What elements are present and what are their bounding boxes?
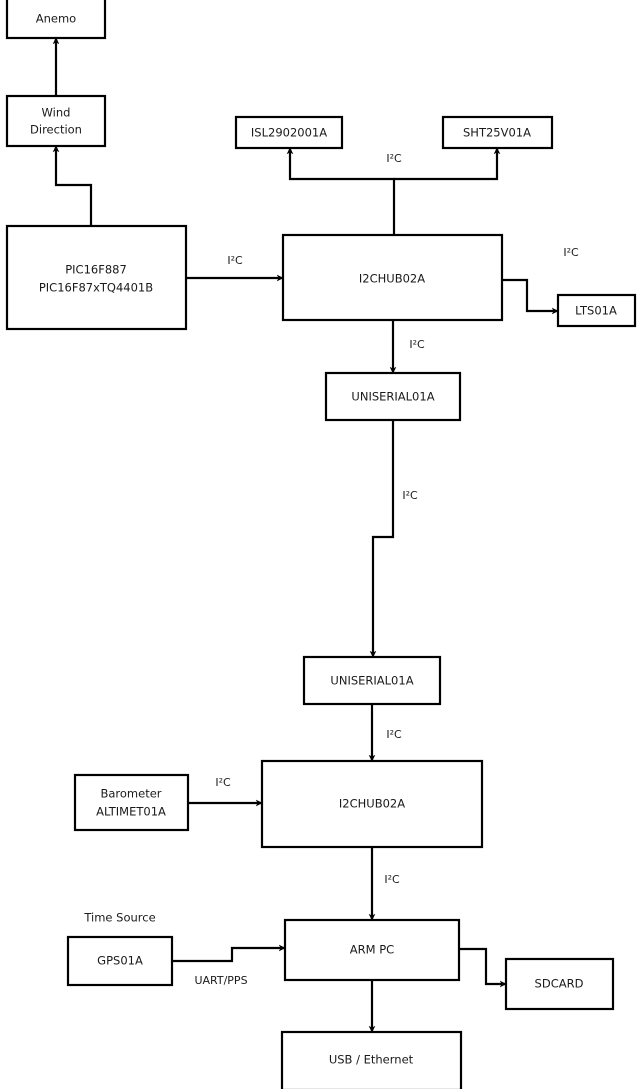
node-label-line1: PIC16F887 xyxy=(65,263,127,277)
node-box[interactable] xyxy=(5,94,107,148)
node-label: UNISERIAL01A xyxy=(330,674,413,688)
node-box[interactable] xyxy=(281,233,504,322)
edge-line xyxy=(52,145,95,233)
node-label: SDCARD xyxy=(535,977,584,991)
node-box[interactable] xyxy=(441,115,554,150)
edge-label-i2c-hub-lts: I²C xyxy=(563,246,579,259)
node-sdcard[interactable]: SDCARD xyxy=(504,957,615,1011)
edge-line-isl xyxy=(286,147,398,242)
node-label: LTS01A xyxy=(575,304,617,318)
edge-line xyxy=(172,944,286,963)
node-label-line2: ALTIMET01A xyxy=(96,805,166,819)
node-wind-direction[interactable]: Wind Direction xyxy=(5,94,107,148)
node-uniserial01a-upper[interactable]: UNISERIAL01A xyxy=(324,371,462,422)
edge-line xyxy=(369,413,397,658)
node-label-line2: PIC16F87xTQ4401B xyxy=(39,281,153,295)
node-box[interactable] xyxy=(280,1030,463,1089)
edge-label-i2c-hub-armpc: I²C xyxy=(384,873,400,886)
connection-uniserial-up-down xyxy=(369,413,397,658)
node-label-line2: Direction xyxy=(30,123,82,137)
node-pic-microcontroller[interactable]: PIC16F887 PIC16F87xTQ4401B xyxy=(5,224,188,331)
node-label: GPS01A xyxy=(97,954,143,968)
edge-label-i2c-uniserial-dn-hub: I²C xyxy=(386,728,402,741)
node-sht25v01a[interactable]: SHT25V01A xyxy=(441,115,554,150)
node-label: I2CHUB02A xyxy=(339,797,405,811)
node-gps01a[interactable]: GPS01A xyxy=(66,935,174,987)
node-lts01a[interactable]: LTS01A xyxy=(556,293,637,328)
connection-gps-armpc xyxy=(172,944,286,963)
node-box[interactable] xyxy=(324,371,462,422)
edge-label-i2c-barometer-hub: I²C xyxy=(215,776,231,789)
edge-line xyxy=(495,276,559,315)
node-barometer-altimet01a[interactable]: Barometer ALTIMET01A xyxy=(73,773,190,832)
edge-label-uart-pps: UART/PPS xyxy=(194,974,247,987)
node-box[interactable] xyxy=(73,773,190,832)
connection-armpc-sdcard xyxy=(452,945,507,988)
edge-label-i2c-isl-sht: I²C xyxy=(386,152,402,165)
connection-pic-wind xyxy=(52,145,95,233)
node-label: ISL2902001A xyxy=(251,126,327,140)
node-label: ARM PC xyxy=(350,943,394,957)
node-usb-ethernet[interactable]: USB / Ethernet xyxy=(280,1030,463,1089)
node-box[interactable] xyxy=(5,0,107,40)
node-anemo[interactable]: Anemo xyxy=(5,0,107,40)
connection-hub-top-isl-sht xyxy=(286,147,501,242)
edge-line-sht xyxy=(394,147,501,181)
node-box[interactable] xyxy=(302,655,442,706)
node-box[interactable] xyxy=(260,759,484,849)
node-isl2902001a[interactable]: ISL2902001A xyxy=(234,115,344,150)
node-arm-pc[interactable]: ARM PC xyxy=(283,918,461,982)
node-box[interactable] xyxy=(504,957,615,1011)
connection-hub-top-lts xyxy=(495,276,559,315)
node-label-line1: Barometer xyxy=(100,787,161,801)
node-box[interactable] xyxy=(66,935,174,987)
label-time-source: Time Source xyxy=(83,911,155,925)
node-box[interactable] xyxy=(5,224,188,331)
node-label: Anemo xyxy=(36,12,76,26)
node-label-line1: Wind xyxy=(42,106,71,120)
node-label: USB / Ethernet xyxy=(329,1053,414,1067)
edge-label-i2c-uniserial-link: I²C xyxy=(402,489,418,502)
node-i2chub02a-top[interactable]: I2CHUB02A xyxy=(281,233,504,322)
node-label: I2CHUB02A xyxy=(359,272,425,286)
node-i2chub02a-bottom[interactable]: I2CHUB02A xyxy=(260,759,484,849)
node-box[interactable] xyxy=(556,293,637,328)
node-label: UNISERIAL01A xyxy=(351,390,434,404)
edge-label-i2c-pic-hub: I²C xyxy=(227,254,243,267)
node-label: SHT25V01A xyxy=(463,126,531,140)
node-box[interactable] xyxy=(234,115,344,150)
node-uniserial01a-lower[interactable]: UNISERIAL01A xyxy=(302,655,442,706)
node-box[interactable] xyxy=(283,918,461,982)
edge-label-i2c-hub-uniserial-up: I²C xyxy=(409,338,425,351)
edge-line xyxy=(452,945,507,988)
